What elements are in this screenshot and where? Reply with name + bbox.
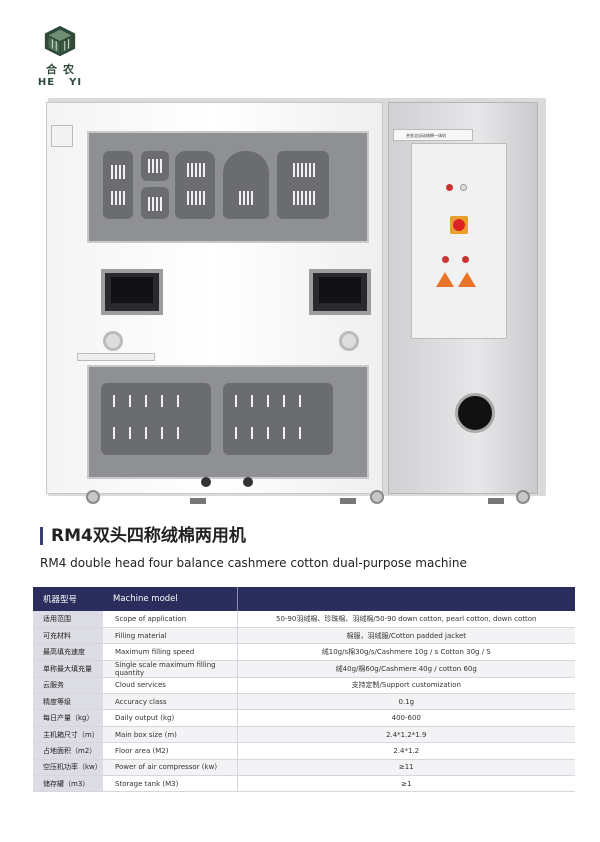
- cabinet-logo-plate: [51, 125, 73, 147]
- spec-label-en: Main box size (m): [103, 726, 238, 744]
- bottom-vent-panel: [87, 365, 369, 479]
- spec-value: 绒40g/棉60g/Cashmere 40g / cotton 60g: [237, 660, 575, 678]
- header-cn: 机器型号: [33, 587, 103, 611]
- spec-label-cn: 精度等级: [33, 693, 103, 711]
- caster-wheel: [370, 490, 384, 504]
- spec-label-en: Accuracy class: [103, 693, 238, 711]
- letter-block: [277, 151, 329, 219]
- touchscreen-right: [309, 269, 371, 315]
- brand-logo: 合 农 HE YI: [30, 24, 90, 90]
- spec-label-en: Daily output (kg): [103, 709, 238, 727]
- logo-char-1: 合: [46, 63, 57, 76]
- spec-label-cn: 适用范围: [33, 611, 103, 628]
- table-row: 占地面积（m2）Floor area (M2)2.4*1.2: [33, 742, 575, 760]
- spec-value: 400-600: [237, 709, 575, 727]
- spec-label-en: Scope of application: [103, 611, 238, 628]
- spec-label-en: Power of air compressor (kw): [103, 759, 238, 777]
- touchscreen-left: [101, 269, 163, 315]
- logo-icon: [44, 25, 76, 57]
- table-header-row: 机器型号 Machine model: [33, 587, 575, 611]
- machine-photo: 合农全自动绒棉一体机: [40, 96, 550, 516]
- top-vent-panel: [87, 131, 369, 243]
- spec-label-en: Cloud services: [103, 677, 238, 695]
- indicator-lamp-red: [446, 184, 453, 191]
- table-row: 空压机功率（kw）Power of air compressor (kw)≥11: [33, 759, 575, 777]
- spec-label-en: Single scale maximum filling quantity: [103, 660, 238, 678]
- logo-word-2: YI: [69, 77, 83, 88]
- spec-value: ≥11: [237, 759, 575, 777]
- knob-right: [243, 477, 253, 487]
- machine-left-cabinet: [46, 102, 383, 494]
- machine-right-cabinet: 合农全自动绒棉一体机: [388, 102, 538, 494]
- header-en: Machine model: [103, 587, 238, 611]
- letter-block: [175, 151, 215, 219]
- warning-triangle-icon: [458, 272, 476, 287]
- spec-label-en: Maximum filling speed: [103, 643, 238, 661]
- table-row: 每日产量（kg）Daily output (kg)400-600: [33, 709, 575, 727]
- knob-left: [201, 477, 211, 487]
- leveling-foot: [340, 498, 356, 504]
- spec-label-cn: 最高填充速度: [33, 643, 103, 661]
- caster-wheel: [86, 490, 100, 504]
- spec-value: 2.4*1.2: [237, 742, 575, 760]
- spec-label-cn: 单称最大填充量: [33, 660, 103, 678]
- caster-wheel: [516, 490, 530, 504]
- indicator-lamp-red: [462, 256, 469, 263]
- fan-icon: [455, 393, 495, 433]
- vent-block-left: [101, 383, 211, 455]
- control-panel-title: 合农全自动绒棉一体机: [393, 129, 473, 141]
- logo-chinese-text: 合 农: [30, 61, 90, 77]
- product-title-chinese: RM4双头四称绒棉两用机: [40, 527, 246, 545]
- spec-value: 支持定制/Support customization: [237, 677, 575, 695]
- spec-label-en: Storage tank (M3): [103, 775, 238, 793]
- logo-word-1: HE: [37, 77, 56, 88]
- leveling-foot: [488, 498, 504, 504]
- letter-block: [141, 187, 169, 219]
- logo-english-text: HE YI: [30, 77, 90, 88]
- spec-value: 0.1g: [237, 693, 575, 711]
- spec-label-cn: 每日产量（kg）: [33, 709, 103, 727]
- label-plate: [77, 353, 155, 361]
- warning-triangle-icon: [436, 272, 454, 287]
- letter-block: [141, 151, 169, 181]
- header-value: [237, 587, 575, 611]
- spec-label-en: Floor area (M2): [103, 742, 238, 760]
- logo-char-2: 农: [63, 63, 74, 76]
- spec-value: ≥1: [237, 775, 575, 793]
- spec-value: 50-90羽绒棉、珍珠棉、羽绒棉/50-90 down cotton, pear…: [237, 611, 575, 628]
- spec-value: 绒10g/s棉30g/s/Cashmere 10g / s Cotton 30g…: [237, 643, 575, 661]
- emergency-stop-icon: [450, 216, 468, 234]
- indicator-lamp-red: [442, 256, 449, 263]
- vent-block-right: [223, 383, 333, 455]
- indicator-lamp: [460, 184, 467, 191]
- electrical-control-box: [411, 143, 507, 339]
- spec-label-cn: 主机箱尺寸（m）: [33, 726, 103, 744]
- product-title-english: RM4 double head four balance cashmere co…: [40, 556, 467, 570]
- letter-block: [103, 151, 133, 219]
- leveling-foot: [190, 498, 206, 504]
- letter-block: [223, 151, 269, 219]
- spec-label-cn: 可充材料: [33, 627, 103, 645]
- spec-value: 2.4*1.2*1.9: [237, 726, 575, 744]
- table-row: 主机箱尺寸（m）Main box size (m)2.4*1.2*1.9: [33, 726, 575, 744]
- table-row: 储存罐（m3）Storage tank (M3)≥1: [33, 775, 575, 793]
- spec-label-cn: 云服务: [33, 677, 103, 695]
- spec-label-cn: 储存罐（m3）: [33, 775, 103, 793]
- spec-label-cn: 空压机功率（kw）: [33, 759, 103, 777]
- button-left: [103, 331, 123, 351]
- spec-label-en: Filling material: [103, 627, 238, 645]
- spec-value: 棉服，羽绒服/Cotton padded jacket: [237, 627, 575, 645]
- button-right: [339, 331, 359, 351]
- spec-label-cn: 占地面积（m2）: [33, 742, 103, 760]
